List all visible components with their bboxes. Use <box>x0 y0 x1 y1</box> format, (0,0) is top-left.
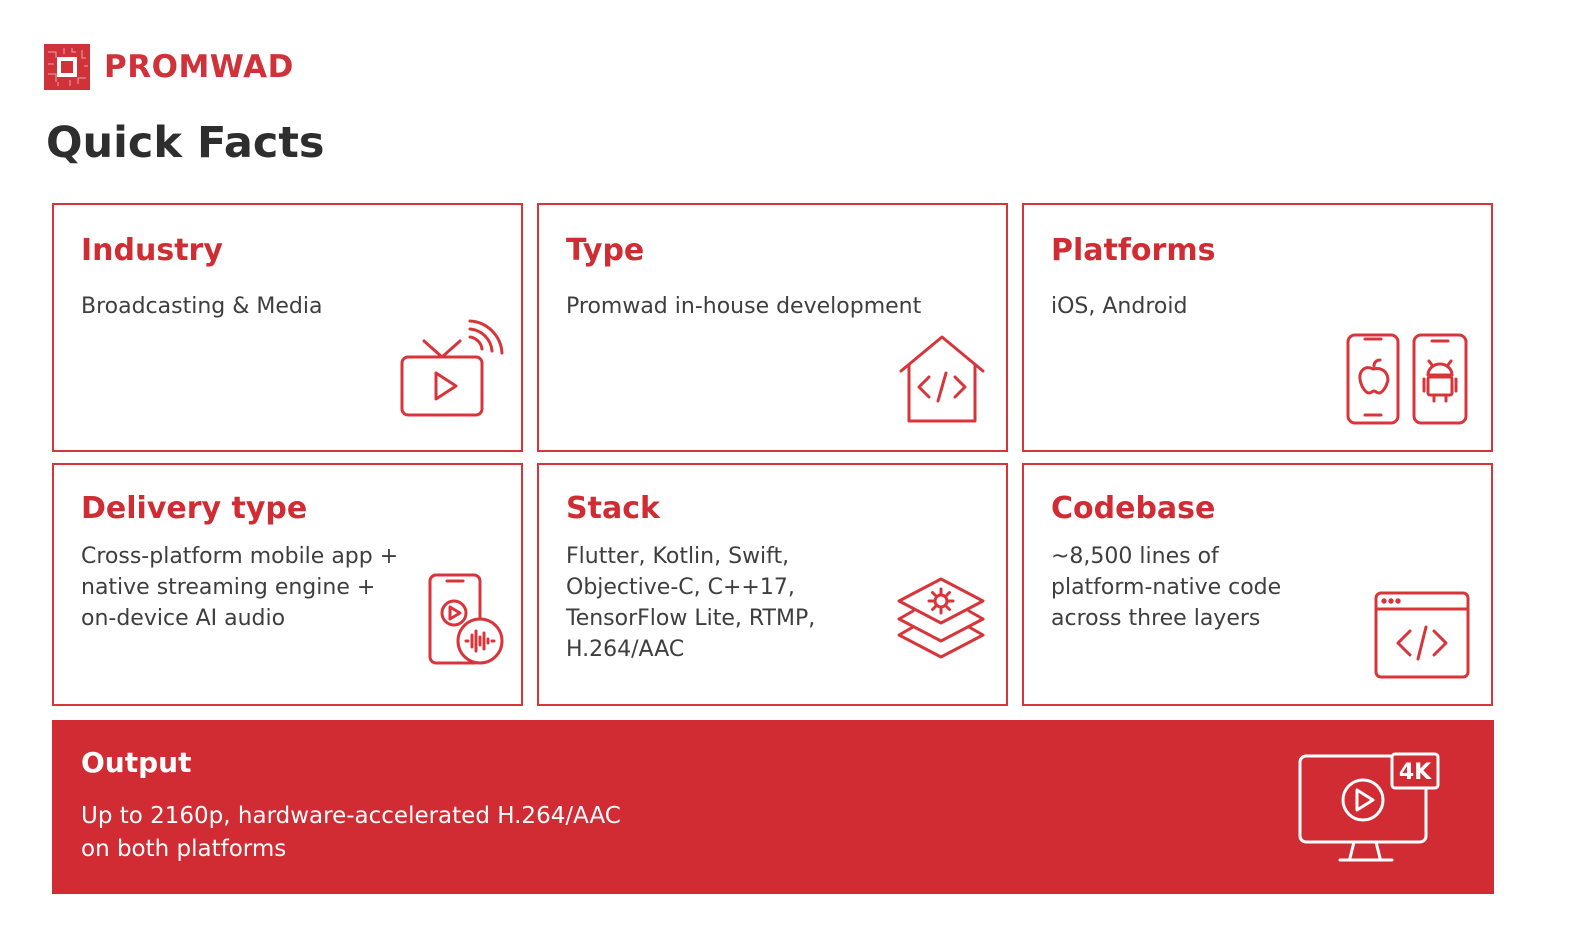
card-description: Cross-platform mobile app + native strea… <box>81 544 399 631</box>
layers-gear-icon <box>897 577 985 659</box>
code-window-icon <box>1374 591 1470 679</box>
card-description: Broadcasting & Media <box>81 294 323 319</box>
output-banner: Output Up to 2160p, hardware-accelerated… <box>52 720 1494 894</box>
ios-android-phones-icon <box>1346 333 1468 425</box>
card-description: Flutter, Kotlin, Swift, Objective-C, C++… <box>566 544 816 662</box>
card-description: iOS, Android <box>1051 294 1188 319</box>
brand-logo[interactable]: PROMWAD <box>44 44 294 90</box>
card-title: Industry <box>81 233 223 268</box>
card-description: Promwad in-house development <box>566 294 922 319</box>
chip-logo-icon <box>44 44 90 90</box>
card-industry: Industry Broadcasting & Media <box>52 203 523 452</box>
card-stack: Stack Flutter, Kotlin, Swift, Objective-… <box>537 463 1008 706</box>
card-title: Codebase <box>1051 491 1216 526</box>
phone-audio-icon <box>428 573 504 665</box>
card-title: Delivery type <box>81 491 308 526</box>
4k-badge-label: 4K <box>1399 760 1432 785</box>
code-house-icon <box>899 335 985 423</box>
monitor-4k-icon: 4K <box>1298 752 1440 862</box>
output-description: Up to 2160p, hardware-accelerated H.264/… <box>81 803 621 862</box>
card-title: Platforms <box>1051 233 1216 268</box>
card-description: ~8,500 lines of platform-native code acr… <box>1051 544 1282 631</box>
page-title: Quick Facts <box>46 118 325 168</box>
card-title: Type <box>566 233 645 268</box>
tv-broadcast-icon <box>400 319 504 417</box>
card-codebase: Codebase ~8,500 lines of platform-native… <box>1022 463 1493 706</box>
card-type: Type Promwad in-house development <box>537 203 1008 452</box>
brand-name: PROMWAD <box>104 49 294 85</box>
card-delivery-type: Delivery type Cross-platform mobile app … <box>52 463 523 706</box>
card-title: Stack <box>566 491 660 526</box>
output-title: Output <box>81 746 192 779</box>
card-platforms: Platforms iOS, Android <box>1022 203 1493 452</box>
